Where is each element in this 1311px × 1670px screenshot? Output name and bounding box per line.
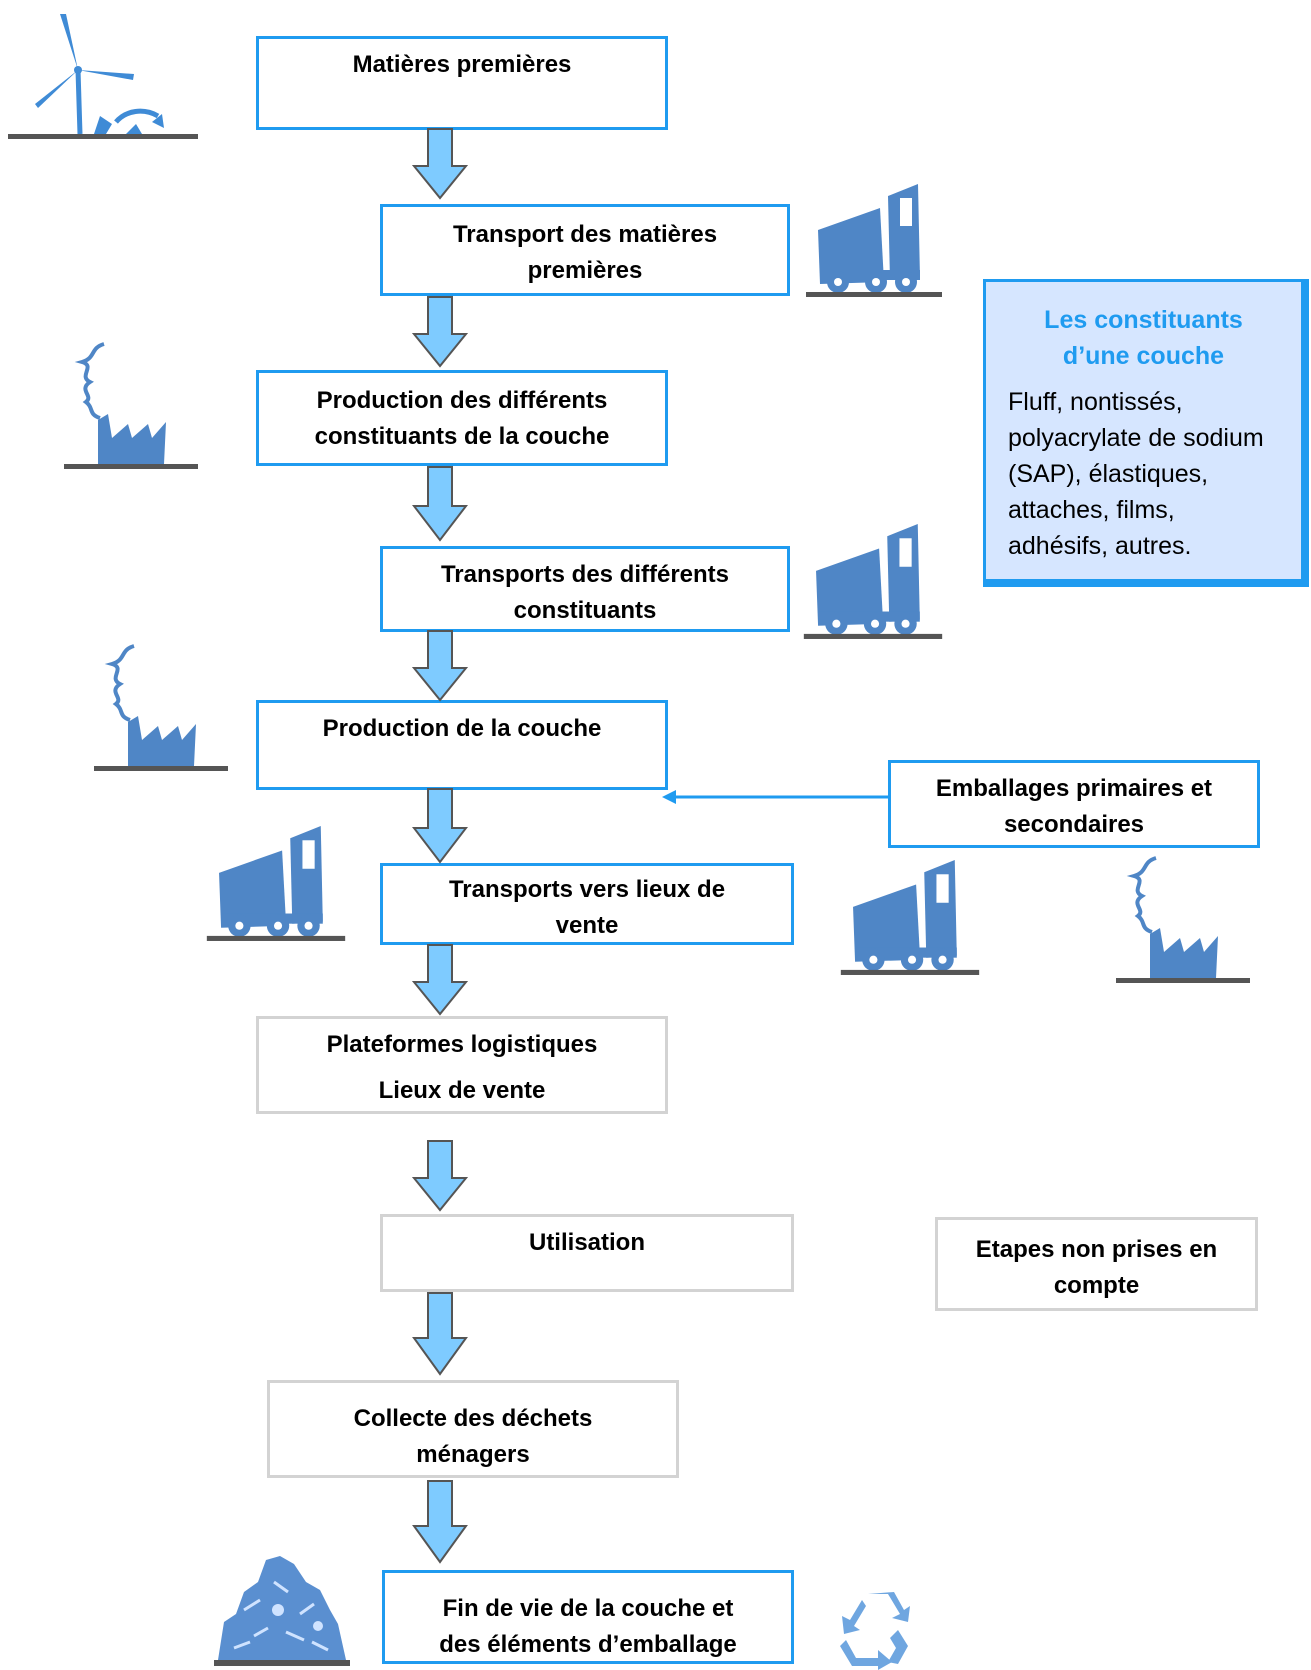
down-arrow [412,1480,468,1564]
step-production-couche: Production de la couche [256,700,668,790]
truck-icon [206,826,346,941]
truck-icon [806,184,942,297]
step-label: Production des différents [316,387,608,414]
step-label: Transport des matières [452,221,718,248]
factory-icon [64,342,198,469]
truck-icon [840,860,980,975]
info-body: Fluff, nontissés, polyacrylate de sodium… [1008,384,1291,564]
legend-box: Etapes non prises en compte [935,1217,1258,1311]
info-title-line: d’une couche [1062,342,1225,370]
legend-label: compte [1053,1272,1140,1299]
wind-turbine-icon [8,14,198,139]
legend-label: Etapes non prises en [975,1236,1218,1263]
step-label: Lieux de vente [378,1077,546,1104]
down-arrow [412,1140,468,1212]
landfill-icon [214,1556,350,1666]
factory-icon [94,644,228,771]
step-label: vente [555,912,619,939]
step-production-constituants: Production des différents constituants d… [256,370,668,466]
down-arrow [412,944,468,1016]
emballages-box: Emballages primaires et secondaires [888,760,1260,848]
down-arrow [412,630,468,702]
info-body-line: adhésifs, autres. [1008,532,1192,560]
step-label: Collecte des déchets [353,1405,593,1432]
step-plateformes-logistiques: Plateformes logistiques Lieux de vente [256,1016,668,1114]
emballages-label: Emballages primaires et [935,775,1213,802]
down-arrow [412,466,468,542]
info-title-line: Les constituants [1044,306,1243,334]
step-label: des éléments d’emballage [439,1631,737,1658]
step-label: constituants [513,597,657,624]
step-label: Matières premières [352,51,572,78]
step-label: constituants de la couche [314,423,610,450]
emballages-connector-arrow [662,790,890,804]
step-transports-vente: Transports vers lieux de vente [380,863,794,945]
step-utilisation: Utilisation [380,1214,794,1292]
step-transport-matieres: Transport des matières premières [380,204,790,296]
down-arrow [412,296,468,368]
factory-icon [1116,856,1250,983]
step-label: Fin de vie de la couche et [442,1595,734,1622]
step-label: Production de la couche [322,715,602,742]
step-label: Utilisation [528,1229,645,1256]
emballages-label: secondaires [1003,811,1145,838]
step-label: premières [527,257,643,284]
down-arrow [412,788,468,864]
truck-icon [803,524,943,639]
step-label: Transports des différents [440,561,730,588]
down-arrow [412,128,468,200]
down-arrow [412,1292,468,1376]
recycle-icon [840,1592,910,1670]
step-fin-de-vie: Fin de vie de la couche et des éléments … [382,1570,794,1664]
step-matieres-premieres: Matières premières [256,36,668,130]
info-body-line: (SAP), élastiques, [1008,460,1209,488]
step-transports-constituants: Transports des différents constituants [380,546,790,632]
step-label: ménagers [416,1441,530,1468]
step-label: Transports vers lieux de [448,876,726,903]
constituents-info-box: Les constituants d’une couche Fluff, non… [983,279,1309,587]
info-body-line: polyacrylate de sodium [1008,424,1264,452]
info-body-line: Fluff, nontissés, [1008,388,1183,416]
info-body-line: attaches, films, [1008,496,1175,524]
step-label: Plateformes logistiques [326,1031,598,1058]
info-title: Les constituants d’une couche [986,302,1301,374]
step-collecte: Collecte des déchets ménagers [267,1380,679,1478]
